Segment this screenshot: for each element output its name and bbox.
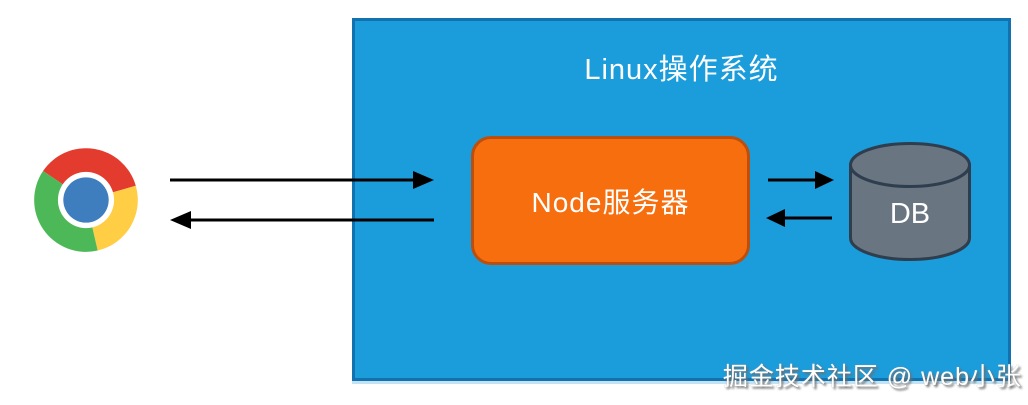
arrow-db-to-node <box>766 209 832 227</box>
chrome-icon-svg <box>34 148 138 252</box>
node-server-box: Node服务器 <box>471 136 750 265</box>
database-label: DB <box>889 198 931 230</box>
database-icon <box>849 142 971 261</box>
arrow-node-to-db <box>768 171 834 189</box>
arrow-client-to-os <box>170 171 434 189</box>
database-cylinder <box>849 142 971 266</box>
chrome-browser-icon <box>32 146 140 259</box>
watermark-text: 掘金技术社区 @ web小张 <box>722 363 1022 391</box>
arrow-os-to-client <box>170 211 434 229</box>
linux-os-title: Linux操作系统 <box>584 54 779 86</box>
node-server-label: Node服务器 <box>531 186 690 218</box>
